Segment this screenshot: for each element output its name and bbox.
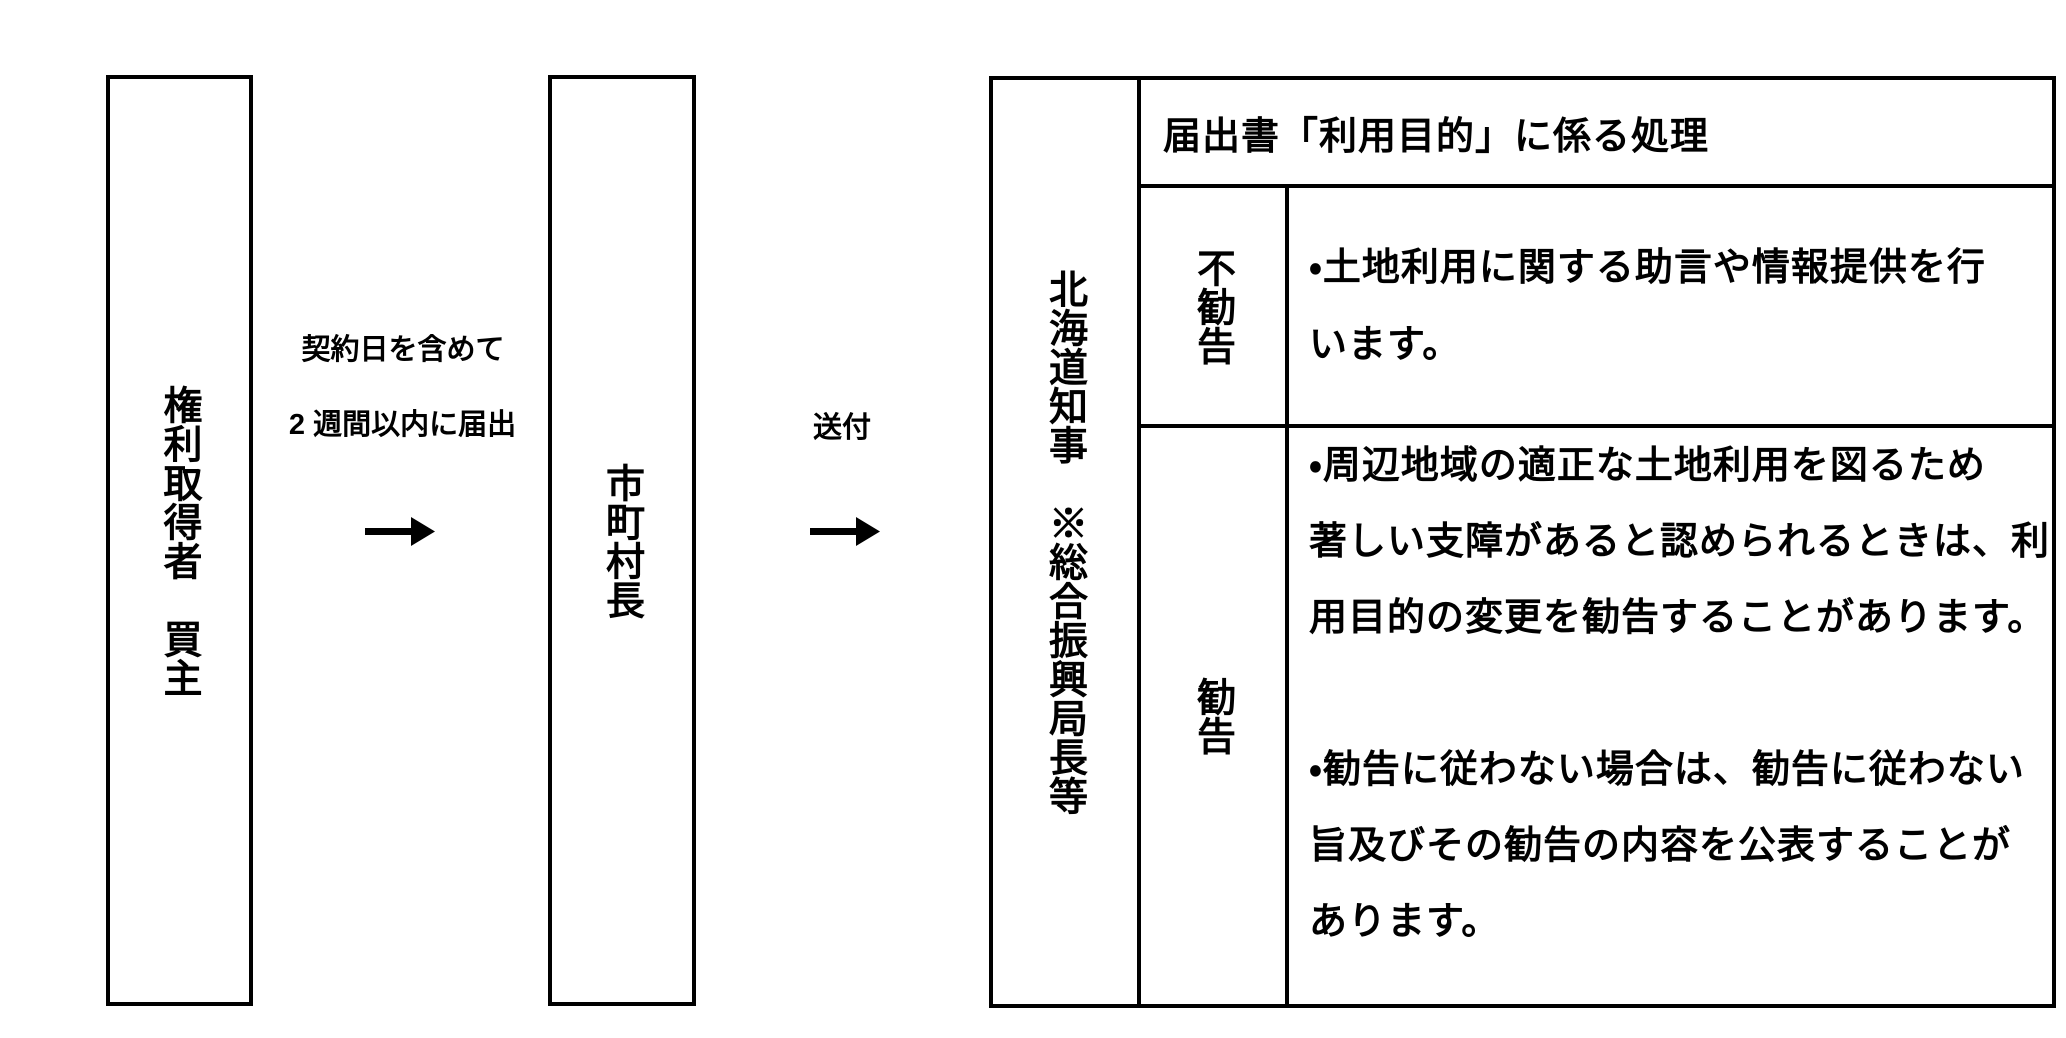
recommendation-body: ・周辺地域の適正な土地利用を図るため 著しい支障があると認められるときは、利 用… xyxy=(1309,445,2051,943)
no-recommendation-body: ・土地利用に関する助言や情報提供を行 います。 xyxy=(1309,247,1986,366)
table-vertical-divider-1 xyxy=(1137,80,1141,1004)
notify-deadline-caption-line2: 2 週間以内に届出 xyxy=(288,409,517,441)
send-caption: 送付 xyxy=(812,412,871,444)
notify-right-arrow-icon xyxy=(365,517,435,546)
table-header-label: 届出書「利用目的」に係る処理 xyxy=(1163,115,1710,158)
notify-deadline-caption-line1: 契約日を含めて xyxy=(301,334,505,366)
send-right-arrow-icon xyxy=(810,517,880,546)
rights-acquirer-label: 権利取得者 買主 xyxy=(158,384,201,697)
recommendation-label: 勧告 xyxy=(1191,677,1235,755)
governor-label: 北海道知事 ※総合振興局長等 xyxy=(1043,269,1087,815)
table-row-divider xyxy=(1141,424,2052,428)
processing-table xyxy=(989,76,2056,1008)
municipal-mayor-label: 市町村長 xyxy=(600,462,644,619)
no-recommendation-label-cell: 不勧告 xyxy=(1141,188,1285,424)
table-vertical-divider-2 xyxy=(1285,184,1289,1004)
municipal-mayor-box: 市町村長 xyxy=(548,75,696,1006)
table-header-cell: 届出書「利用目的」に係る処理 xyxy=(1143,80,2052,184)
no-recommendation-label: 不勧告 xyxy=(1191,247,1235,365)
governor-row-header-cell: 北海道知事 ※総合振興局長等 xyxy=(993,80,1137,1004)
table-header-divider xyxy=(1141,184,2052,188)
recommendation-label-cell: 勧告 xyxy=(1141,428,1285,1004)
rights-acquirer-box: 権利取得者 買主 xyxy=(106,75,253,1006)
